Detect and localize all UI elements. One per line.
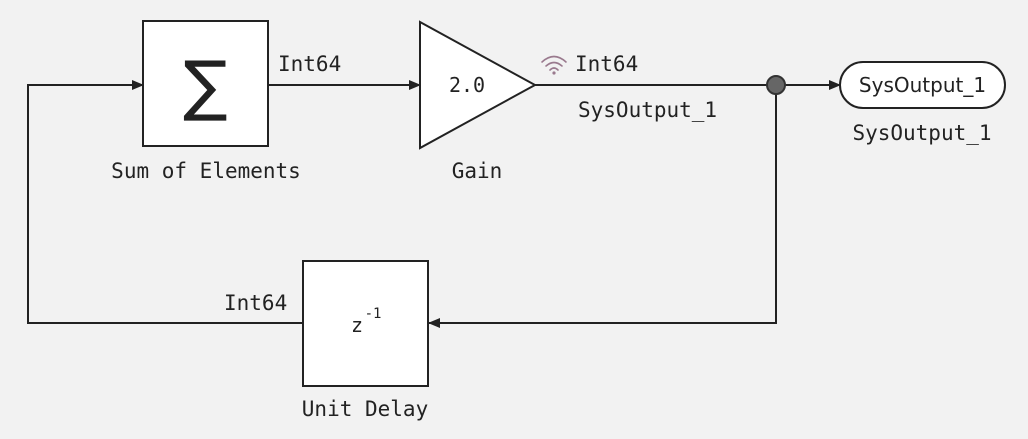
sum-of-elements-block[interactable]: ∑ [142, 20, 269, 147]
outport-text: SysOutput_1 [859, 73, 986, 97]
signal-type-sum-to-gain: Int64 [278, 52, 341, 76]
gain-block-label: Gain [452, 159, 503, 183]
unit-delay-exponent: -1 [365, 306, 382, 322]
signal-line-branch-to-delay[interactable] [428, 85, 777, 328]
unit-delay-block-label: Unit Delay [302, 397, 428, 421]
signal-type-feedback: Int64 [224, 291, 287, 315]
unit-delay-base: z [351, 313, 363, 337]
sum-symbol: ∑ [183, 47, 227, 124]
gain-block[interactable]: 2.0 [419, 20, 538, 150]
signal-line-delay-to-sum[interactable] [27, 80, 303, 324]
outport-block-label: SysOutput_1 [852, 121, 991, 145]
sum-block-label: Sum of Elements [111, 159, 301, 183]
signal-name-gain-out: SysOutput_1 [578, 98, 717, 122]
wireless-signal-icon[interactable] [541, 55, 567, 75]
outport-block[interactable]: SysOutput_1 [839, 61, 1006, 109]
unit-delay-block[interactable]: z -1 [302, 260, 429, 387]
branch-point[interactable] [766, 75, 786, 95]
gain-value: 2.0 [449, 73, 485, 97]
signal-type-gain-out: Int64 [575, 52, 638, 76]
